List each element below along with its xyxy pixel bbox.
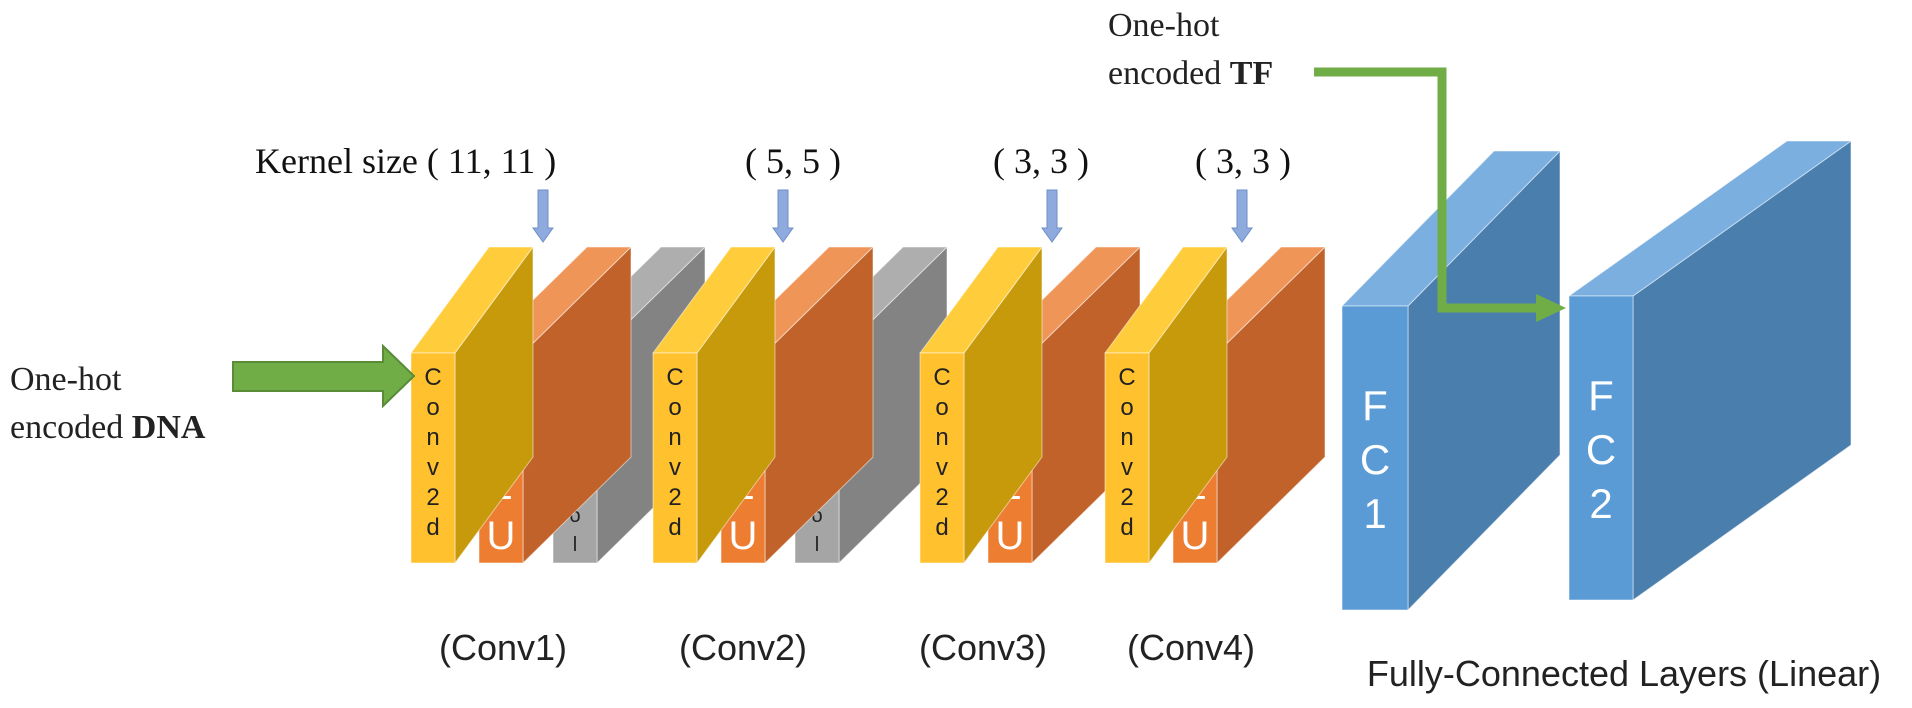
- caption-conv1: (Conv1): [439, 627, 567, 668]
- layer-blocks: MaxPoolReLUConv2dMaxPoolReLUConv2dReLUCo…: [410, 140, 1853, 612]
- kernel-arrow-1: [532, 189, 554, 243]
- fc1-layer-front: [1341, 305, 1409, 611]
- caption-conv2: (Conv2): [679, 627, 807, 668]
- tf-arrow-head: [1536, 294, 1566, 322]
- conv-layer-1-front: [410, 352, 456, 564]
- kernel-arrow-4: [1231, 189, 1253, 243]
- input-tf-line1: One-hot: [1108, 7, 1220, 44]
- tf-input-arrow: [1314, 67, 1566, 322]
- conv-layer-2-front: [652, 352, 698, 564]
- kernel-size-label: Kernel size ( 11, 11 ): [255, 141, 556, 181]
- fc2-layer-front: [1568, 295, 1634, 601]
- kernel-arrow-3: [1041, 189, 1063, 243]
- kernel-arrows: [532, 189, 1253, 243]
- kernel-size-conv4: ( 3, 3 ): [1195, 141, 1291, 181]
- caption-conv3: (Conv3): [919, 627, 1047, 668]
- kernel-size-conv2: ( 5, 5 ): [745, 141, 841, 181]
- caption-fc: Fully-Connected Layers (Linear): [1367, 653, 1881, 694]
- conv-layer-3-front: [919, 352, 965, 564]
- caption-conv4: (Conv4): [1127, 627, 1255, 668]
- input-dna-line1: One-hot: [10, 361, 122, 398]
- conv-layer-4-front: [1104, 352, 1150, 564]
- dna-input-arrow: [232, 343, 416, 409]
- tf-arrow-path: [1314, 67, 1540, 313]
- input-dna-line2: encoded DNA: [10, 409, 206, 446]
- kernel-arrow-2: [772, 189, 794, 243]
- input-tf-line2: encoded TF: [1108, 55, 1273, 92]
- kernel-size-conv3: ( 3, 3 ): [993, 141, 1089, 181]
